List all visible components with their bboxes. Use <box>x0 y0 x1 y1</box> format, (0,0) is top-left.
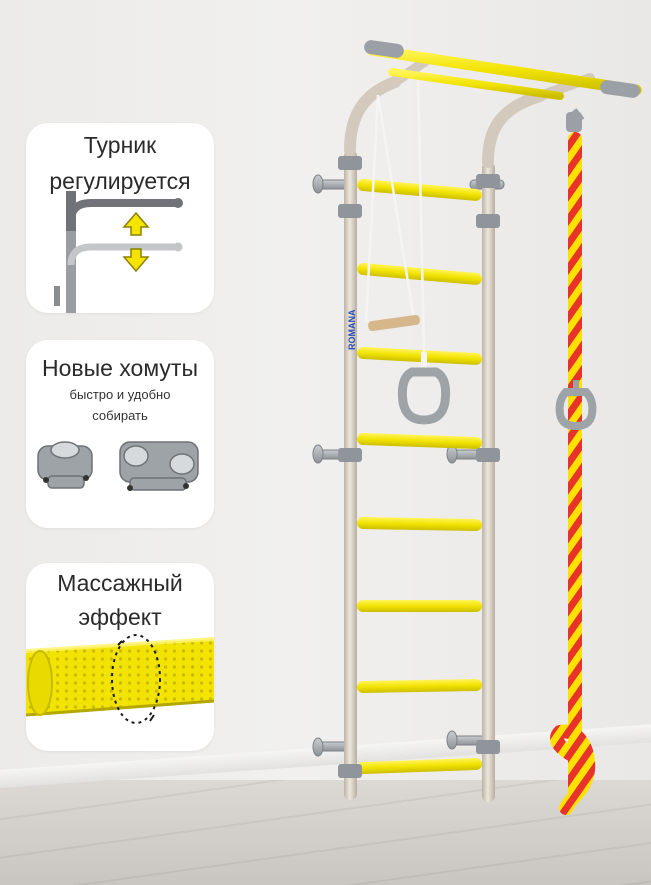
gym-ring-right <box>555 380 597 431</box>
clamps-icon <box>37 441 199 491</box>
massage-rung-icon <box>26 634 214 724</box>
swing <box>364 79 426 353</box>
pole-clamps <box>338 156 500 778</box>
feature-card-adjustable-bar: Турник регулируется <box>26 123 214 313</box>
upright-poles <box>344 76 546 802</box>
climbing-rope <box>550 108 596 815</box>
adjustable-bar-icon <box>54 191 183 313</box>
card-title-line1: Массажный <box>57 570 183 596</box>
gym-ring-left <box>397 352 451 425</box>
card-title-line1: Турник <box>83 132 157 158</box>
ladder-rungs <box>357 179 482 774</box>
wooden-floor <box>0 780 651 885</box>
brand-label: ROMANA <box>347 309 357 350</box>
card-title: Новые хомуты <box>41 355 198 381</box>
card-subtitle-line2: собирать <box>92 408 148 423</box>
card-title-line2: регулируется <box>49 168 191 194</box>
pull-up-bar <box>364 40 642 101</box>
card-title-line2: эффект <box>78 604 162 630</box>
card-subtitle-line1: быстро и удобно <box>69 387 171 402</box>
feature-card-massage-effect: Массажный эффект <box>26 563 214 751</box>
trapeze-bar <box>368 314 420 332</box>
feature-card-new-clamps: Новые хомуты быстро и удобно собирать <box>26 340 214 528</box>
wall-brackets <box>312 174 505 757</box>
